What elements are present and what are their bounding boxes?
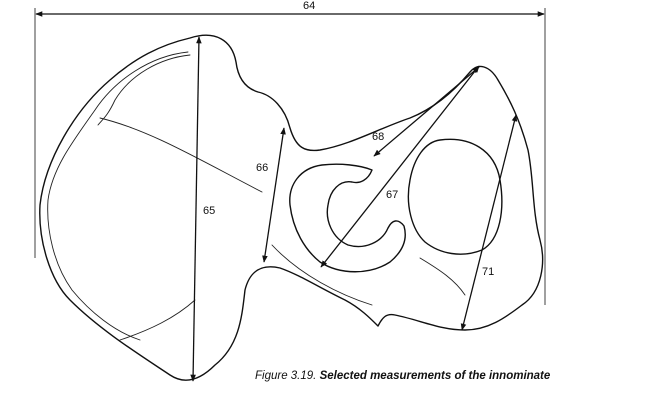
figure-title: Selected measurements of the innominate [319,370,551,382]
acetabular-notch [289,163,406,273]
arcuate-line [99,117,263,193]
measurement-65-label: 65 [203,205,215,217]
measurement-65-line [190,36,202,382]
measurement-68-line [373,66,480,157]
measurement-71-line [460,114,518,331]
ischial-detail [419,257,466,296]
measurement-66-label: 66 [256,162,268,174]
innominate-outline [39,34,544,381]
figure-number: Figure 3.19. [255,370,317,382]
figure-caption: Figure 3.19. Selected measurements of th… [255,370,550,382]
obturator-foramen [407,138,503,255]
measurement-67-line [320,65,480,268]
measurement-66-line [262,127,286,263]
measurement-64-label: 64 [303,0,315,12]
measurement-68-label: 68 [372,131,384,143]
gluteal-line [119,299,196,341]
measurement-71-label: 71 [482,266,494,278]
iliac-inner-contour [47,51,189,341]
pubic-ramus-line [271,244,373,306]
measurement-67-label: 67 [386,189,398,201]
